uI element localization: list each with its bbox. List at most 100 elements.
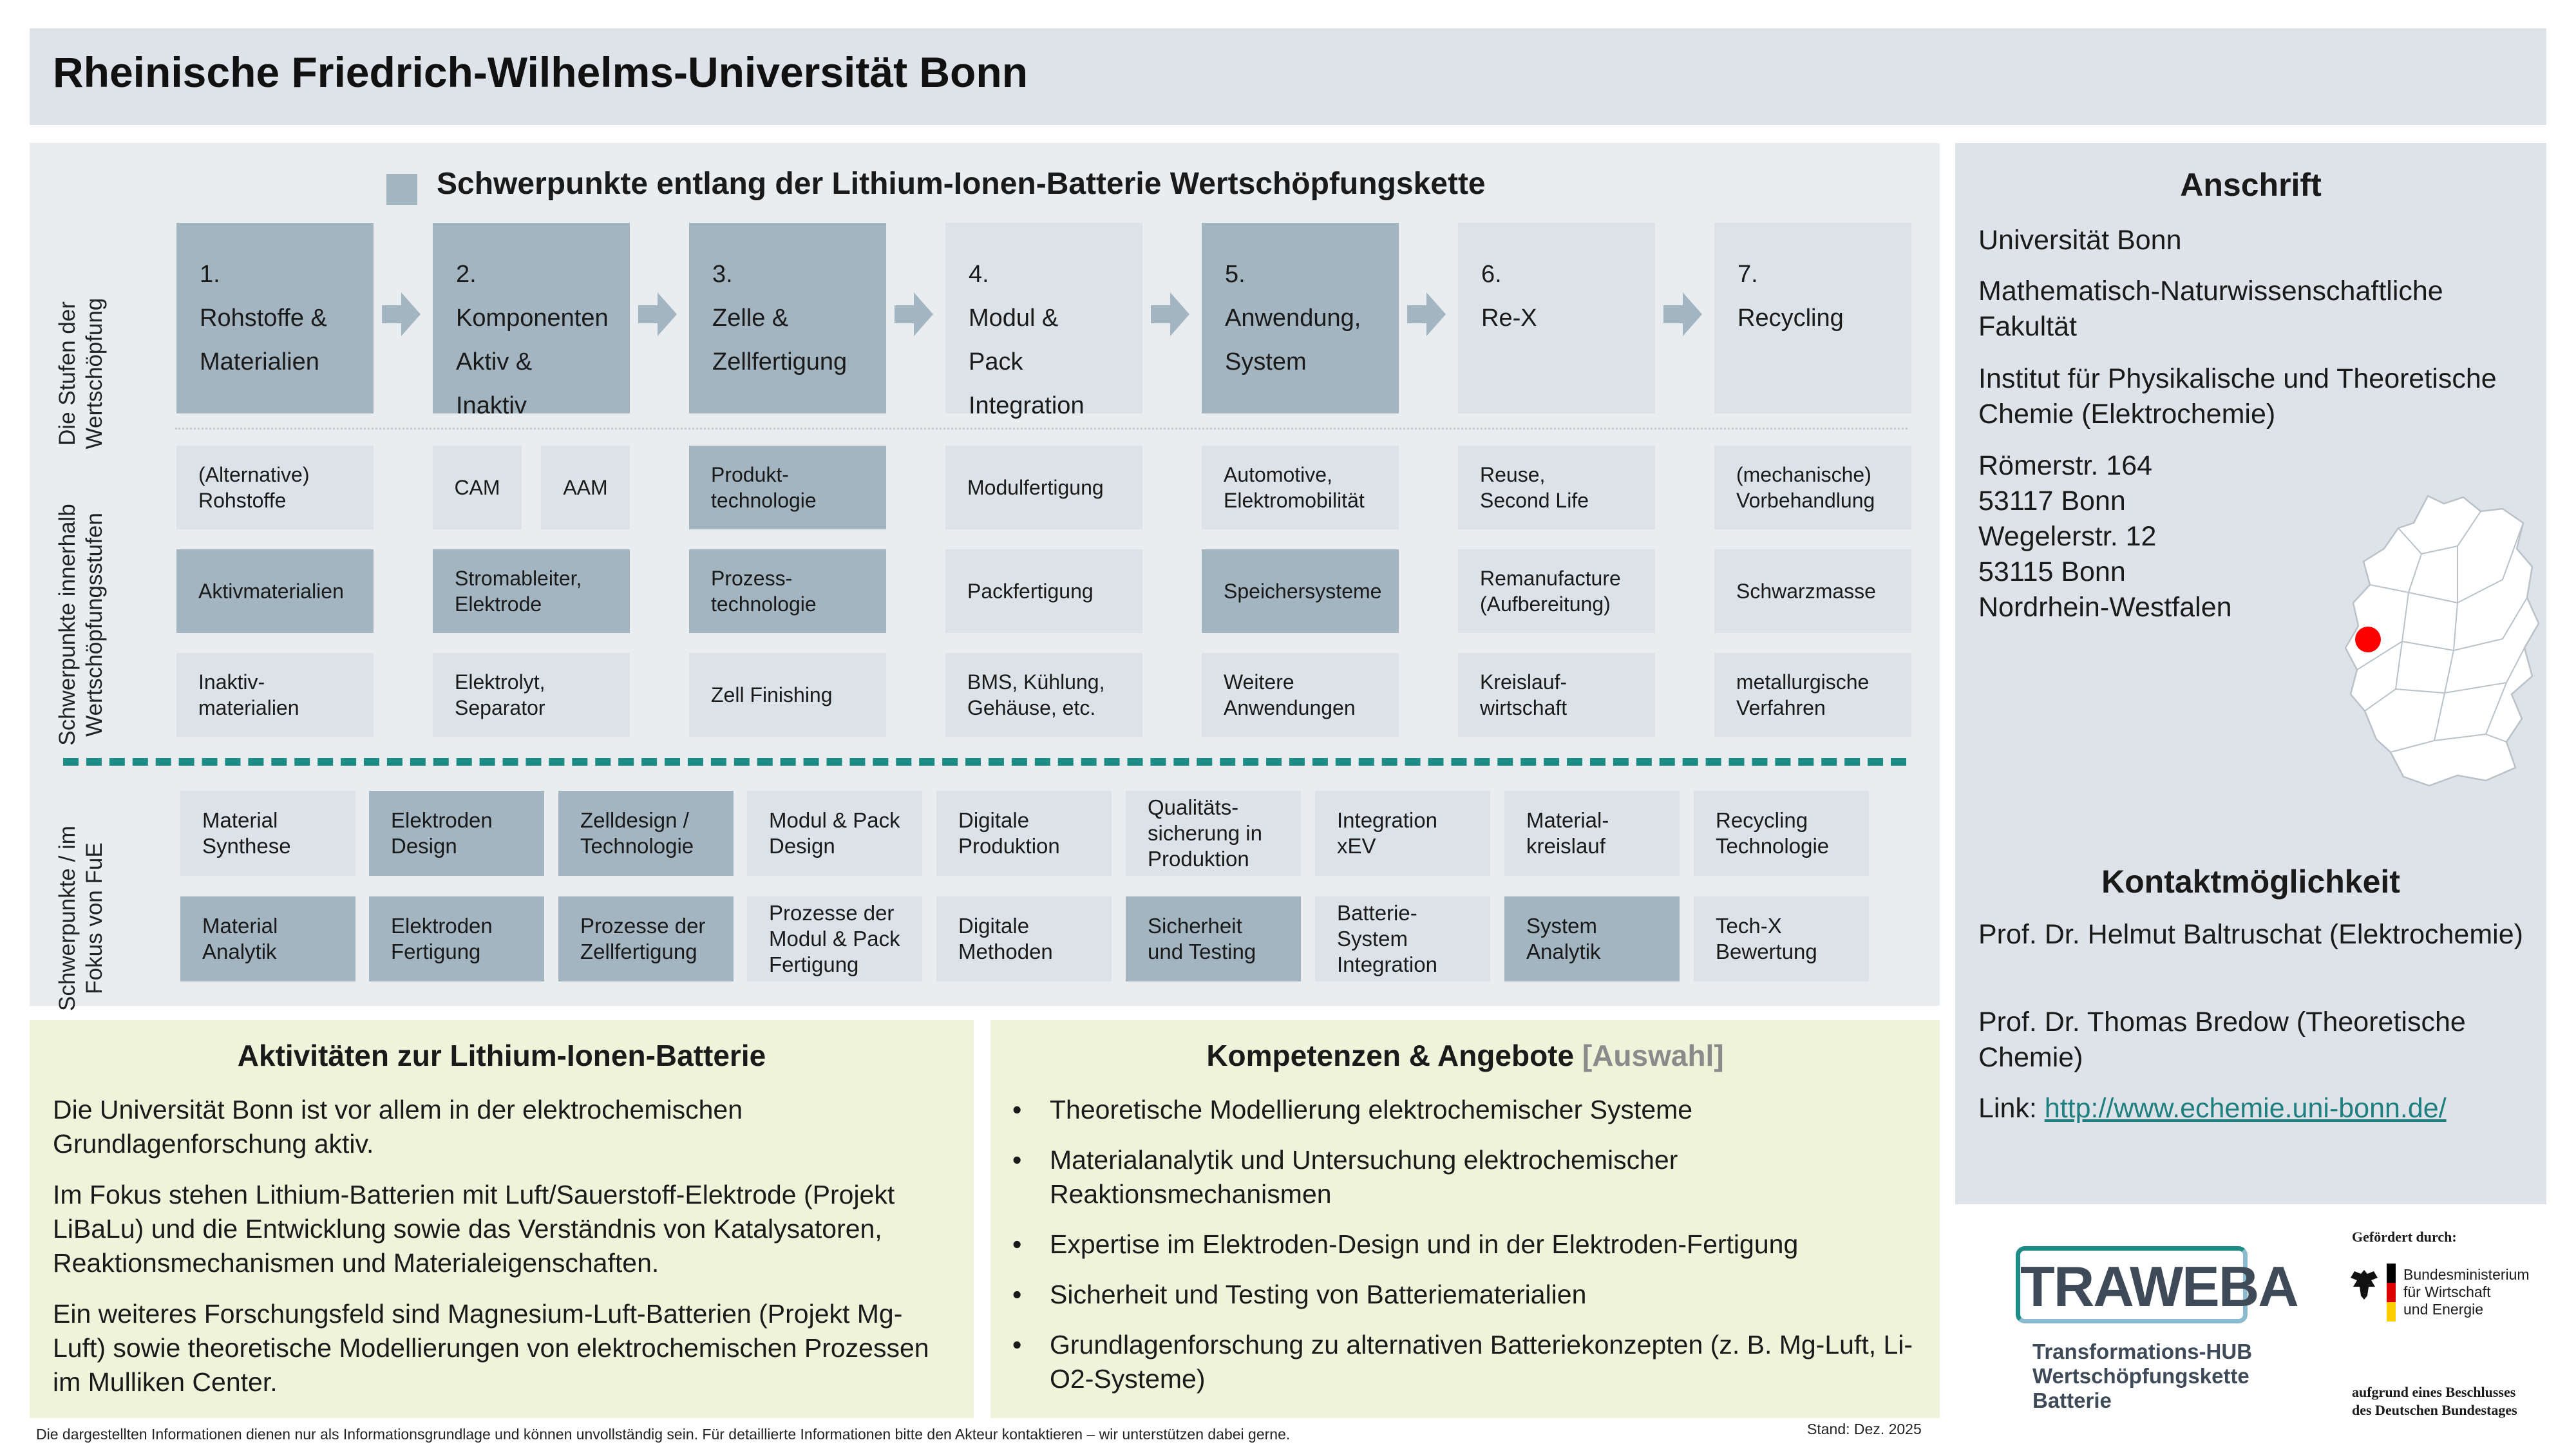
resolution-line-1: aufgrund eines Beschlusses <box>2352 1384 2516 1400</box>
stage-box-3: 3.Zelle &Zellfertigung <box>689 223 886 413</box>
rd-cell-r2-c1: Material Analytik <box>180 896 355 981</box>
bullet-icon: • <box>1012 1095 1022 1124</box>
location-marker-icon <box>2355 627 2381 652</box>
arrow-right-icon <box>1663 292 1702 336</box>
ministry-line-3: und Energie <box>2403 1301 2484 1318</box>
stage-7-num: 7. <box>1738 261 1758 288</box>
stage-box-5: 5. Anwendung, System <box>1202 223 1399 413</box>
rd-cell-r2-c9: Tech-X Bewertung <box>1694 896 1869 981</box>
arrow-right-icon <box>1151 292 1189 336</box>
competence-item-2: Materialanalytik und Untersuchung elektr… <box>1050 1145 1678 1209</box>
activities-paragraph-2: Im Fokus stehen Lithium-Batterien mit Lu… <box>53 1180 895 1278</box>
competence-item-3: Expertise im Elektroden-Design und in de… <box>1050 1229 1799 1259</box>
focus-cell-r2-c1: Aktivmaterialien <box>176 549 374 633</box>
address-title: Anschrift <box>2180 167 2322 203</box>
competence-item-1: Theoretische Modellierung elektrochemisc… <box>1050 1095 1693 1124</box>
rd-cell-r1-c8: Material- kreislauf <box>1504 791 1680 876</box>
activities-paragraph-1: Die Universität Bonn ist vor allem in de… <box>53 1095 743 1159</box>
stage-5-line2: System <box>1225 348 1307 375</box>
stage-4-line1: Modul & Pack <box>969 305 1059 375</box>
resolution-text: aufgrund eines Beschlusses des Deutschen… <box>2352 1383 2517 1419</box>
activities-paragraph-3: Ein weiteres Forschungsfeld sind Magnesi… <box>53 1299 929 1397</box>
focus-cell-r3-c6: Kreislauf- wirtschaft <box>1458 653 1655 737</box>
stage-3-num: 3. <box>712 261 733 288</box>
rd-cell-r2-c7: Batterie- System Integration <box>1315 896 1490 981</box>
row-label-rd: Schwerpunkte / im Fokus von FuE <box>55 826 107 1011</box>
focus-cell-r3-c5: Weitere Anwendungen <box>1202 653 1399 737</box>
row-label-stages: Die Stufen der Wertschöpfung <box>55 298 107 450</box>
focus-cell-r2-c4: Packfertigung <box>945 549 1142 633</box>
rd-cell-r1-c2: Elektroden Design <box>369 791 544 876</box>
traweba-logo: TRAWEBA <box>2016 1246 2299 1323</box>
stage-1-line1: Rohstoffe & <box>200 305 327 332</box>
rd-cell-r2-c8: System Analytik <box>1504 896 1680 981</box>
stage-5-num: 5. <box>1225 261 1245 288</box>
arrow-right-icon <box>895 292 933 336</box>
address-street-1: Römerstr. 164 <box>1978 450 2153 481</box>
contact-person-2: Prof. Dr. Thomas Bredow (Theoretische Ch… <box>1978 1007 2466 1073</box>
competences-title-text: Kompetenzen & Angebote <box>1206 1039 1575 1072</box>
divider-dotted <box>175 428 1908 430</box>
traweba-sub-3: Batterie <box>2032 1388 2112 1412</box>
focus-cell-r2-c5: Speichersysteme <box>1202 549 1399 633</box>
stage-box-7: 7.Recycling <box>1714 223 1911 413</box>
focus-cell-r2-c6: Remanufacture (Aufbereitung) <box>1458 549 1655 633</box>
stage-box-6: 6.Re-X <box>1458 223 1655 413</box>
page-title: Rheinische Friedrich-Wilhelms-Universitä… <box>53 48 1028 96</box>
stage-2-line2: Aktiv & Inaktiv <box>456 348 533 419</box>
federal-eagle-icon <box>2351 1270 2378 1300</box>
traweba-subtitle: Transformations-HUB Wertschöpfungskette … <box>2032 1340 2252 1413</box>
footer-disclaimer: Die dargestellten Informationen dienen n… <box>36 1426 1291 1443</box>
stage-6-num: 6. <box>1481 261 1502 288</box>
focus-cell-r2-c7: Schwarzmasse <box>1714 549 1911 633</box>
stage-3-line1: Zelle & <box>712 305 789 332</box>
rd-cell-r2-c5: Digitale Methoden <box>936 896 1112 981</box>
map-shape <box>2344 495 2540 787</box>
stage-1-num: 1. <box>200 261 220 288</box>
title-square-icon <box>386 174 417 205</box>
address-org-1: Universität Bonn <box>1978 225 2182 256</box>
header-bar <box>30 28 2546 125</box>
ministry-name: Bundesministerium für Wirtschaft und Ene… <box>2403 1266 2530 1318</box>
activities-title: Aktivitäten zur Lithium-Ionen-Batterie <box>237 1039 766 1072</box>
ministry-line-1: Bundesministerium <box>2403 1266 2530 1283</box>
activities-box <box>30 1020 974 1418</box>
contact-title: Kontaktmöglichkeit <box>2101 864 2400 900</box>
focus-cell-r1-c2: CAM <box>433 446 522 529</box>
contact-person-1: Prof. Dr. Helmut Baltruschat (Elektroche… <box>1978 919 2523 950</box>
rd-cell-r1-c1: Material Synthese <box>180 791 355 876</box>
focus-cell-r1-c8: (mechanische) Vorbehandlung <box>1714 446 1911 529</box>
stage-2-num: 2. <box>456 261 477 288</box>
funded-by-label: Gefördert durch: <box>2352 1229 2457 1245</box>
stage-1-line2: Materialien <box>200 348 319 375</box>
stage-4-line2: Integration <box>969 392 1084 419</box>
address-street-2: Wegelerstr. 12 <box>1978 521 2157 552</box>
focus-cell-r3-c3: Zell Finishing <box>689 653 886 737</box>
focus-cell-r1-c5: Modulfertigung <box>945 446 1142 529</box>
rd-cell-r2-c3: Prozesse der Zellfertigung <box>558 896 734 981</box>
rd-cell-r2-c4: Prozesse der Modul & Pack Fertigung <box>747 896 922 981</box>
focus-cell-r3-c1: Inaktiv- materialien <box>176 653 374 737</box>
focus-cell-r3-c7: metallurgische Verfahren <box>1714 653 1911 737</box>
bullet-icon: • <box>1012 1330 1022 1359</box>
row-label-focus: Schwerpunkte innerhalb Wertschöpfungsstu… <box>55 504 107 746</box>
stage-5-line1: Anwendung, <box>1225 305 1361 332</box>
arrow-right-icon <box>638 292 677 336</box>
rd-cell-r1-c7: Integration xEV <box>1315 791 1490 876</box>
competence-item-5: Grundlagenforschung zu alternativen Batt… <box>1050 1330 1913 1394</box>
stage-4-num: 4. <box>969 261 989 288</box>
traweba-sub-1: Transformations-HUB <box>2032 1340 2253 1363</box>
arrow-right-icon <box>1407 292 1446 336</box>
contact-link[interactable]: http://www.echemie.uni-bonn.de/ <box>2044 1093 2447 1124</box>
divider-dashed <box>63 758 1906 766</box>
rd-cell-r1-c6: Qualitäts- sicherung in Produktion <box>1126 791 1301 876</box>
ministry-line-2: für Wirtschaft <box>2403 1283 2491 1300</box>
stage-2-line1: Komponenten <box>456 305 609 332</box>
address-city-2: 53115 Bonn <box>1978 556 2126 587</box>
focus-cell-r1-c7: Reuse, Second Life <box>1458 446 1655 529</box>
focus-cell-r1-c6: Automotive, Elektromobilität <box>1202 446 1399 529</box>
rd-cell-r2-c6: Sicherheit und Testing <box>1126 896 1301 981</box>
traweba-logo-text: TRAWEBA <box>2020 1255 2299 1318</box>
